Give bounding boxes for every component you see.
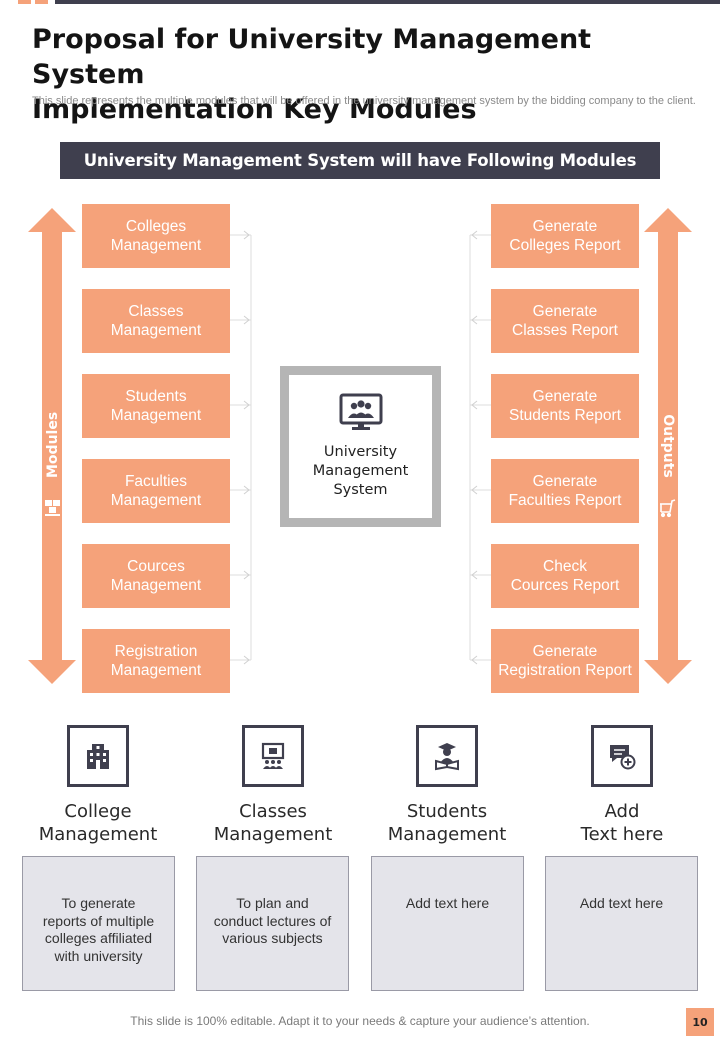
module-registration-management: Registration Management	[82, 629, 230, 693]
module-cources-management: Cources Management	[82, 544, 230, 608]
classes-column-title: Classes Management	[213, 801, 333, 845]
module-faculties-management: Faculties Management	[82, 459, 230, 523]
students-column-card: Add text here	[371, 856, 524, 991]
top-accent-bar	[18, 0, 31, 4]
right-connector-lines	[469, 234, 491, 661]
outputs-arrow-label: Outputs	[660, 414, 676, 478]
cart-icon	[660, 499, 676, 518]
students-column-title: Students Management	[387, 801, 507, 845]
module-classes-management: Classes Management	[82, 289, 230, 353]
module-students-management: Students Management	[82, 374, 230, 438]
center-system-label: University Management System	[312, 444, 409, 498]
footer-note: This slide is 100% editable. Adapt it to…	[130, 1014, 590, 1028]
boxes-icon	[45, 500, 60, 516]
top-dark-bar	[55, 0, 720, 4]
top-accent-bar	[35, 0, 48, 4]
add-column-card: Add text here	[545, 856, 698, 991]
college-column-card: To generate reports of multiple colleges…	[22, 856, 175, 991]
output-classes-report: Generate Classes Report	[491, 289, 639, 353]
students-icon-box	[416, 725, 478, 787]
module-colleges-management: Colleges Management	[82, 204, 230, 268]
monitor-users-icon	[339, 393, 382, 430]
chat-add-icon	[610, 745, 636, 770]
page-number: 10	[686, 1008, 714, 1036]
building-icon	[87, 744, 109, 769]
presentation-icon	[261, 742, 285, 769]
add-column-title: Add Text here	[580, 801, 664, 845]
output-colleges-report: Generate Colleges Report	[491, 204, 639, 268]
output-registration-report: Generate Registration Report	[491, 629, 639, 693]
left-double-arrow	[28, 208, 76, 684]
slide-subtitle: This slide represents the multiple modul…	[32, 95, 696, 107]
add-icon-box	[591, 725, 653, 787]
right-double-arrow	[644, 208, 692, 684]
graduate-icon	[435, 743, 459, 771]
output-faculties-report: Generate Faculties Report	[491, 459, 639, 523]
college-column-title: College Management	[38, 801, 158, 845]
slide-title: Proposal for University Management Syste…	[32, 24, 592, 125]
classes-icon-box	[242, 725, 304, 787]
modules-banner: University Management System will have F…	[60, 142, 660, 179]
center-system-box: University Management System	[280, 366, 441, 527]
output-cources-report: Check Cources Report	[491, 544, 639, 608]
modules-arrow-label: Modules	[45, 411, 61, 478]
college-icon-box	[67, 725, 129, 787]
classes-column-card: To plan and conduct lectures of various …	[196, 856, 349, 991]
output-students-report: Generate Students Report	[491, 374, 639, 438]
right-arrowheads	[471, 230, 478, 665]
left-arrowheads	[243, 230, 250, 665]
left-connector-lines	[230, 234, 252, 661]
